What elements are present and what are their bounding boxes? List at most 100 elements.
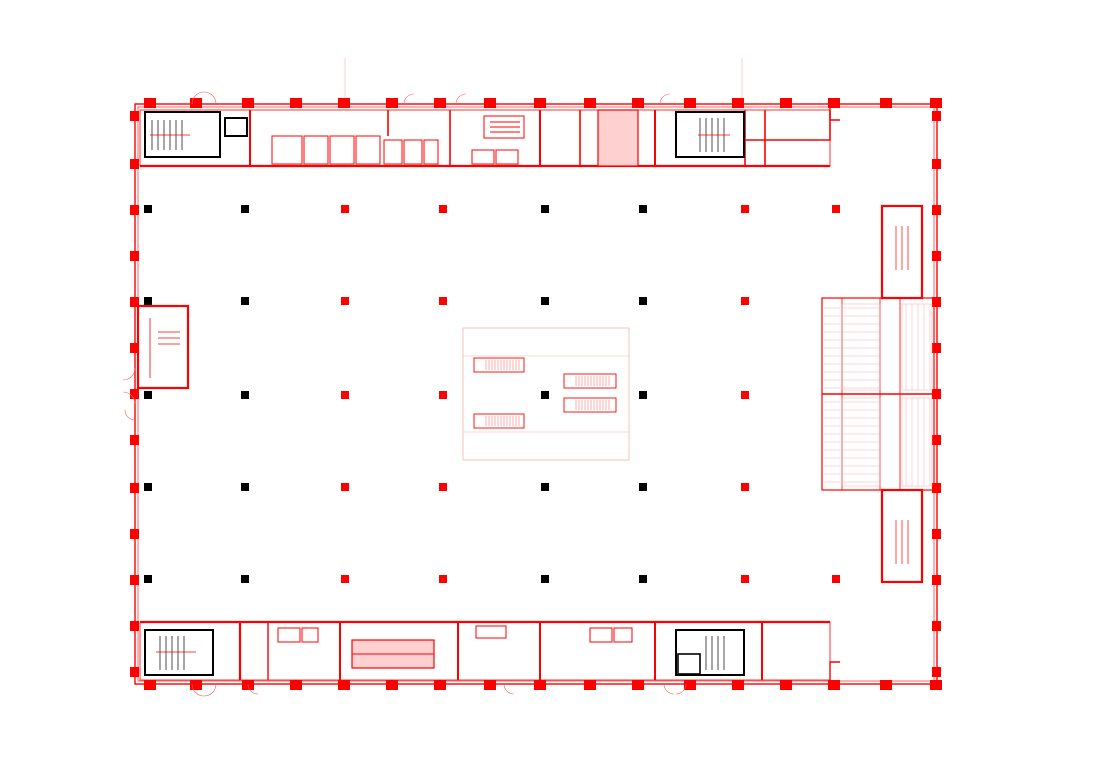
construction-lines xyxy=(344,58,743,98)
column-icon xyxy=(130,343,139,353)
east-core-hatching xyxy=(824,304,931,486)
column-icon xyxy=(534,680,546,690)
column-icon xyxy=(932,621,941,631)
column-icon xyxy=(130,251,139,261)
column-icon xyxy=(639,205,647,213)
column-icon xyxy=(741,391,749,399)
column-icon xyxy=(484,680,496,690)
column-icon xyxy=(932,251,941,261)
column-icon xyxy=(290,98,302,108)
column-icon xyxy=(541,483,549,491)
column-icon xyxy=(930,98,942,108)
column-icon xyxy=(439,575,447,583)
column-icon xyxy=(828,680,840,690)
column-icon xyxy=(241,391,249,399)
column-icon xyxy=(932,667,941,677)
stair-icon xyxy=(158,331,180,345)
column-icon xyxy=(639,297,647,305)
building-envelope xyxy=(134,103,938,685)
column-icon xyxy=(832,575,840,583)
south-service-band xyxy=(139,620,831,681)
column-icon xyxy=(880,680,892,690)
column-icon xyxy=(932,389,941,399)
column-icon xyxy=(190,98,202,108)
interior-column-grid xyxy=(144,205,840,583)
column-icon xyxy=(130,435,139,445)
column-icon xyxy=(439,391,447,399)
column-icon xyxy=(484,98,496,108)
column-icon xyxy=(832,205,840,213)
column-icon xyxy=(386,98,398,108)
column-icon xyxy=(584,680,596,690)
column-icon xyxy=(639,391,647,399)
west-stair-box xyxy=(136,304,190,390)
column-icon xyxy=(541,575,549,583)
column-icon xyxy=(144,297,152,305)
column-icon xyxy=(632,680,644,690)
escalator-treads xyxy=(485,360,610,426)
column-icon xyxy=(144,575,152,583)
column-icon xyxy=(780,680,792,690)
column-icon xyxy=(130,205,139,215)
stair-icon xyxy=(895,226,909,564)
column-icon xyxy=(130,111,139,121)
column-icon xyxy=(541,205,549,213)
column-icon xyxy=(439,205,447,213)
column-icon xyxy=(932,343,941,353)
column-icon xyxy=(880,98,892,108)
column-icon xyxy=(130,297,139,307)
column-icon xyxy=(341,391,349,399)
column-icon xyxy=(932,111,941,121)
column-icon xyxy=(932,483,941,493)
column-icon xyxy=(932,529,941,539)
column-icon xyxy=(144,483,152,491)
column-icon xyxy=(741,483,749,491)
perimeter-columns xyxy=(130,98,942,690)
north-east-stair-core xyxy=(675,111,745,158)
stair-icon xyxy=(156,636,196,670)
south-east-stair-core xyxy=(675,629,745,676)
column-icon xyxy=(290,680,302,690)
column-icon xyxy=(780,98,792,108)
column-icon xyxy=(190,680,202,690)
column-icon xyxy=(434,680,446,690)
column-icon xyxy=(541,297,549,305)
north-service-band xyxy=(139,109,831,168)
column-icon xyxy=(932,159,941,169)
column-icon xyxy=(932,575,941,585)
north-west-stair-core xyxy=(144,111,248,158)
column-icon xyxy=(639,575,647,583)
south-west-stair-core xyxy=(144,629,214,676)
column-icon xyxy=(338,680,350,690)
column-icon xyxy=(932,435,941,445)
north-east-extension xyxy=(829,104,840,684)
column-icon xyxy=(338,98,350,108)
column-icon xyxy=(930,680,942,690)
column-icon xyxy=(541,391,549,399)
column-icon xyxy=(439,483,447,491)
column-icon xyxy=(144,680,156,690)
column-icon xyxy=(130,389,139,399)
stair-icon xyxy=(698,118,730,152)
column-icon xyxy=(732,98,744,108)
column-icon xyxy=(741,297,749,305)
column-icon xyxy=(341,205,349,213)
column-icon xyxy=(130,483,139,493)
column-icon xyxy=(632,98,644,108)
central-atrium xyxy=(462,327,630,461)
column-icon xyxy=(386,680,398,690)
north-center-stair xyxy=(483,115,525,139)
column-icon xyxy=(130,621,139,631)
column-icon xyxy=(341,575,349,583)
column-icon xyxy=(130,575,139,585)
column-icon xyxy=(130,529,139,539)
column-icon xyxy=(241,205,249,213)
column-icon xyxy=(241,483,249,491)
column-icon xyxy=(534,98,546,108)
column-icon xyxy=(144,391,152,399)
column-icon xyxy=(130,667,139,677)
column-icon xyxy=(241,575,249,583)
column-icon xyxy=(932,297,941,307)
column-icon xyxy=(439,297,447,305)
